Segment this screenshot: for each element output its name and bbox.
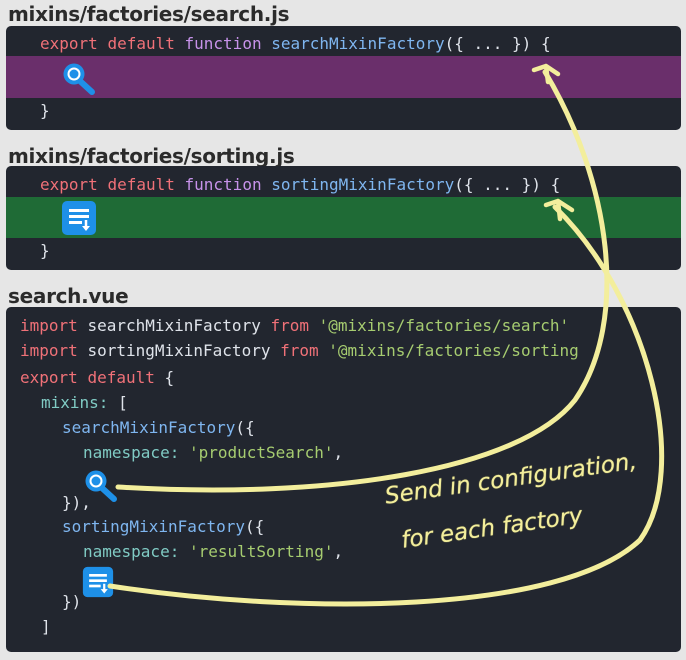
- search-highlight-band: [6, 56, 681, 98]
- vue-search-call: searchMixinFactory({: [62, 418, 255, 437]
- vue-import-sorting: import sortingMixinFactory from '@mixins…: [20, 341, 579, 360]
- vue-export-default: export default {: [20, 368, 175, 387]
- vue-mixins-open: mixins: [: [41, 393, 128, 412]
- vue-sorting-call-close: }): [62, 592, 82, 611]
- sorting-file-title: mixins/factories/sorting.js: [8, 144, 295, 168]
- vue-sorting-namespace: namespace: 'resultSorting',: [83, 542, 344, 561]
- sorting-highlight-band: [6, 197, 681, 238]
- search-factory-name: searchMixinFactory: [271, 34, 445, 53]
- sorting-code-line-1: export default function sortingMixinFact…: [40, 175, 561, 194]
- sorting-factory-name: sortingMixinFactory: [271, 175, 455, 194]
- vue-mixins-close: ]: [41, 617, 51, 636]
- search-code-line-1: export default function searchMixinFacto…: [40, 34, 551, 53]
- search-file-title: mixins/factories/search.js: [8, 2, 290, 26]
- sorting-code-panel: export default function sortingMixinFact…: [6, 166, 681, 270]
- search-icon: [60, 61, 96, 99]
- sort-list-icon: [61, 200, 97, 240]
- search-code-panel: export default function searchMixinFacto…: [6, 26, 681, 130]
- vue-file-title: search.vue: [8, 284, 129, 308]
- vue-search-call-close: }),: [62, 493, 91, 512]
- sort-list-icon: [82, 566, 114, 602]
- search-code-close: }: [40, 101, 50, 120]
- sorting-code-close: }: [40, 241, 50, 260]
- vue-import-search: import searchMixinFactory from '@mixins/…: [20, 316, 570, 335]
